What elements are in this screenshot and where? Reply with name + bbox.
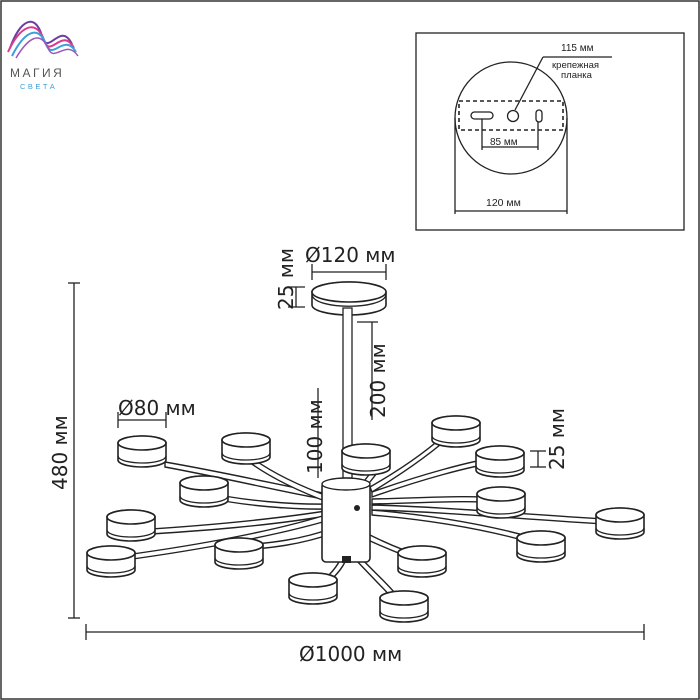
chandelier-body: [321, 477, 371, 563]
inset-mounting-bracket: [458, 100, 564, 131]
inset-frame: [415, 32, 685, 231]
shade-1: [117, 435, 167, 468]
shade-15: [595, 507, 645, 540]
inset-slot-right: [535, 109, 543, 123]
dim-canopy-height: 25 мм: [274, 248, 298, 310]
shade-10: [397, 545, 447, 578]
shade-11: [431, 415, 481, 448]
mounting-inset: 115 мм крепежная планка 85 мм 120 мм: [415, 32, 685, 231]
dim-total-diameter: Ø1000 мм: [299, 642, 402, 666]
shade-9: [379, 590, 429, 623]
shade-14: [516, 530, 566, 563]
inset-hole-spacing-label: 85 мм: [490, 137, 518, 148]
shade-13: [476, 486, 526, 519]
shade-2: [221, 432, 271, 465]
lamp-shades: [86, 415, 645, 623]
inset-bracket-label-1: крепежная: [552, 60, 599, 71]
brand-name: МАГИЯ: [10, 66, 64, 80]
brand-sub: СВЕТА: [20, 82, 57, 91]
shade-3: [179, 475, 229, 508]
inset-width-label: 115 мм: [561, 43, 594, 54]
dim-shade-height: 25 мм: [545, 408, 569, 470]
inset-center-hole: [506, 109, 520, 123]
shade-4: [106, 509, 156, 542]
dim-total-height: 480 мм: [48, 415, 72, 490]
dim-rod-length: 200 мм: [366, 343, 390, 418]
shade-7: [288, 572, 338, 605]
shade-5: [86, 545, 136, 578]
dim-canopy-diameter: Ø120 мм: [305, 243, 395, 267]
dim-shade-diameter: Ø80 мм: [118, 396, 196, 420]
shade-12: [475, 445, 525, 478]
shade-6: [214, 537, 264, 570]
canopy: [311, 281, 387, 316]
brand-wave-icon: [7, 20, 79, 59]
brand-logo: МАГИЯ СВЕТА: [7, 20, 79, 91]
inset-canopy-label: 120 мм: [486, 197, 521, 209]
shade-8: [341, 443, 391, 476]
inset-bracket-label-2: планка: [561, 70, 593, 81]
dim-body-height: 100 мм: [303, 399, 327, 474]
